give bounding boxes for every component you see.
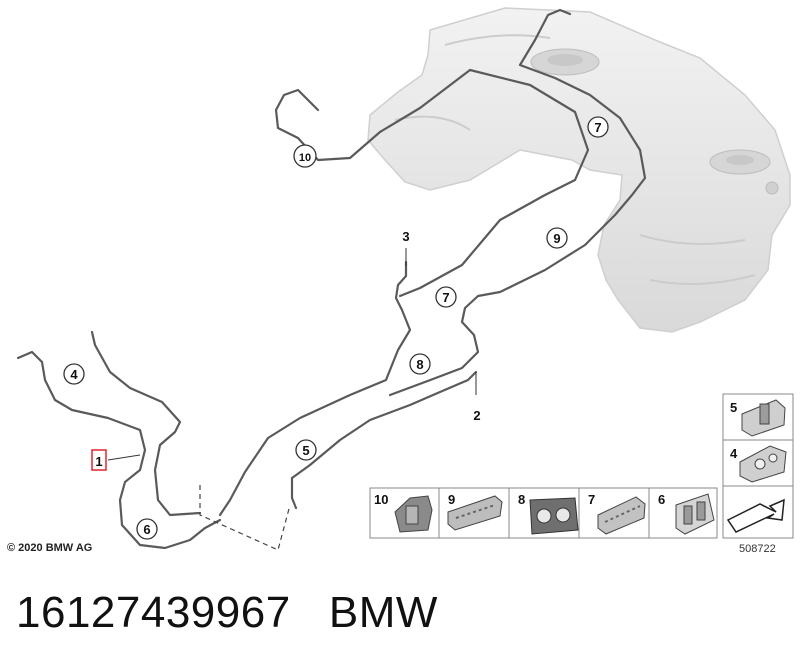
callout-1-label: 1 [95,454,102,469]
callout-7-lower-label: 7 [442,290,449,305]
callout-5-label: 5 [302,443,309,458]
callout-7-upper: 7 [587,116,609,138]
legend-clips-column: 5 4 [722,393,794,539]
callout-8: 8 [409,353,431,375]
legend-10-label: 10 [374,492,388,507]
arrow-icon [726,498,785,533]
callout-4-label: 4 [70,367,78,382]
legend-item-8: 8 [518,492,579,535]
fuel-lines [16,8,647,550]
line-3-2 [218,260,412,517]
line-6-left [90,330,202,517]
legend-7-label: 7 [588,492,595,507]
line-5-end [290,476,298,510]
callout-7-upper-label: 7 [594,120,601,135]
legend-4-label: 4 [730,446,738,461]
part-number: 16127439967 [16,588,291,637]
legend-9-label: 9 [448,492,455,507]
callout-6: 6 [136,518,158,540]
legend-item-7: 7 [588,492,646,535]
dashed-connectors [199,485,291,551]
legend-6-label: 6 [658,492,665,507]
callout-2: 2 [473,408,480,423]
leader-lines [107,248,477,461]
legend-8-label: 8 [518,492,525,507]
callout-10-label: 10 [299,152,311,164]
callout-4: 4 [63,363,85,385]
legend-clips-row: 10 9 8 7 6 [369,487,718,539]
legend-item-4: 4 [730,445,787,483]
legend-item-9: 9 [447,492,503,531]
callout-6-label: 6 [143,522,150,537]
part-number-line: 16127439967 BMW [16,588,438,638]
legend-5-label: 5 [730,400,737,415]
drawing-number: 508722 [739,543,776,555]
line-8-5 [290,370,478,480]
callout-3: 3 [402,229,409,244]
legend-item-5: 5 [730,399,786,437]
legend-item-10: 10 [374,492,433,533]
callout-10: 10 [293,144,317,168]
callout-7-lower: 7 [435,286,457,308]
callout-9-label: 9 [553,231,560,246]
line-7-upper [388,8,647,397]
legend-item-6: 6 [658,492,715,535]
callout-9: 9 [546,227,568,249]
callout-8-label: 8 [416,357,423,372]
callout-1-highlighted[interactable]: 1 [91,449,107,471]
brand-name: BMW [328,588,438,637]
line-10 [274,68,590,298]
line-4-left [16,350,222,550]
callout-5: 5 [295,439,317,461]
copyright-text: © 2020 BMW AG [7,542,93,554]
